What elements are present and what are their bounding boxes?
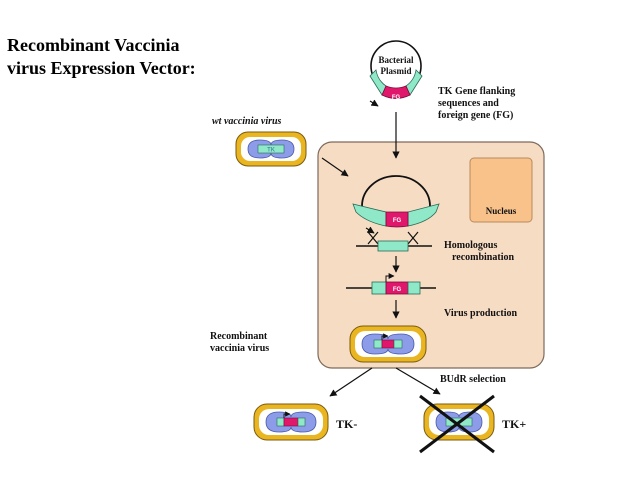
virus-production-label: Virus production <box>444 308 518 319</box>
nucleus-label: Nucleus <box>486 206 517 216</box>
arrow-to-tk-minus <box>329 367 373 397</box>
homologous-recombination <box>356 231 432 252</box>
title-line-1: Recombinant Vaccinia <box>7 35 180 55</box>
homologous-label-2: recombination <box>452 252 514 263</box>
fg-label-top: FG <box>392 95 401 101</box>
recombinant-vaccinia-virus <box>349 325 427 363</box>
title-line-2: virus Expression Vector: <box>7 58 196 78</box>
bacterial-plasmid-label-1: Bacterial <box>379 55 414 65</box>
tk-label-wt: TK <box>267 148 275 154</box>
budr-selection-label: BUdR selection <box>440 374 506 385</box>
tk-minus-virus <box>253 403 329 441</box>
integrated-gene <box>346 273 436 295</box>
recombinant-label-1: Recombinant <box>210 331 268 342</box>
plasmid-in-cell <box>352 175 440 234</box>
fg-label-integrated: FG <box>393 287 402 293</box>
bacterial-plasmid-label-2: Plasmid <box>380 66 411 76</box>
tk-minus-label: TK- <box>336 417 357 431</box>
wt-vaccinia-virus <box>235 131 307 167</box>
recombinant-label-2: vaccinia virus <box>210 343 269 354</box>
bacterial-plasmid <box>369 40 423 107</box>
tk-flank-label-2: sequences and <box>438 98 499 109</box>
homologous-label-1: Homologous <box>444 240 497 251</box>
fg-label-cell: FG <box>393 218 402 224</box>
arrow-to-tk-plus <box>395 367 441 395</box>
tk-flank-label-3: foreign gene (FG) <box>438 110 513 121</box>
tk-flank-label-1: TK Gene flanking <box>438 86 515 97</box>
wt-vaccinia-label: wt vaccinia virus <box>212 116 282 127</box>
cross-out-icon <box>419 394 495 454</box>
nucleus <box>469 157 533 223</box>
tk-plus-label: TK+ <box>502 417 526 431</box>
page-title: Recombinant Vaccinia virus Expression Ve… <box>7 34 196 80</box>
arrow-virus-to-cell <box>321 157 349 177</box>
